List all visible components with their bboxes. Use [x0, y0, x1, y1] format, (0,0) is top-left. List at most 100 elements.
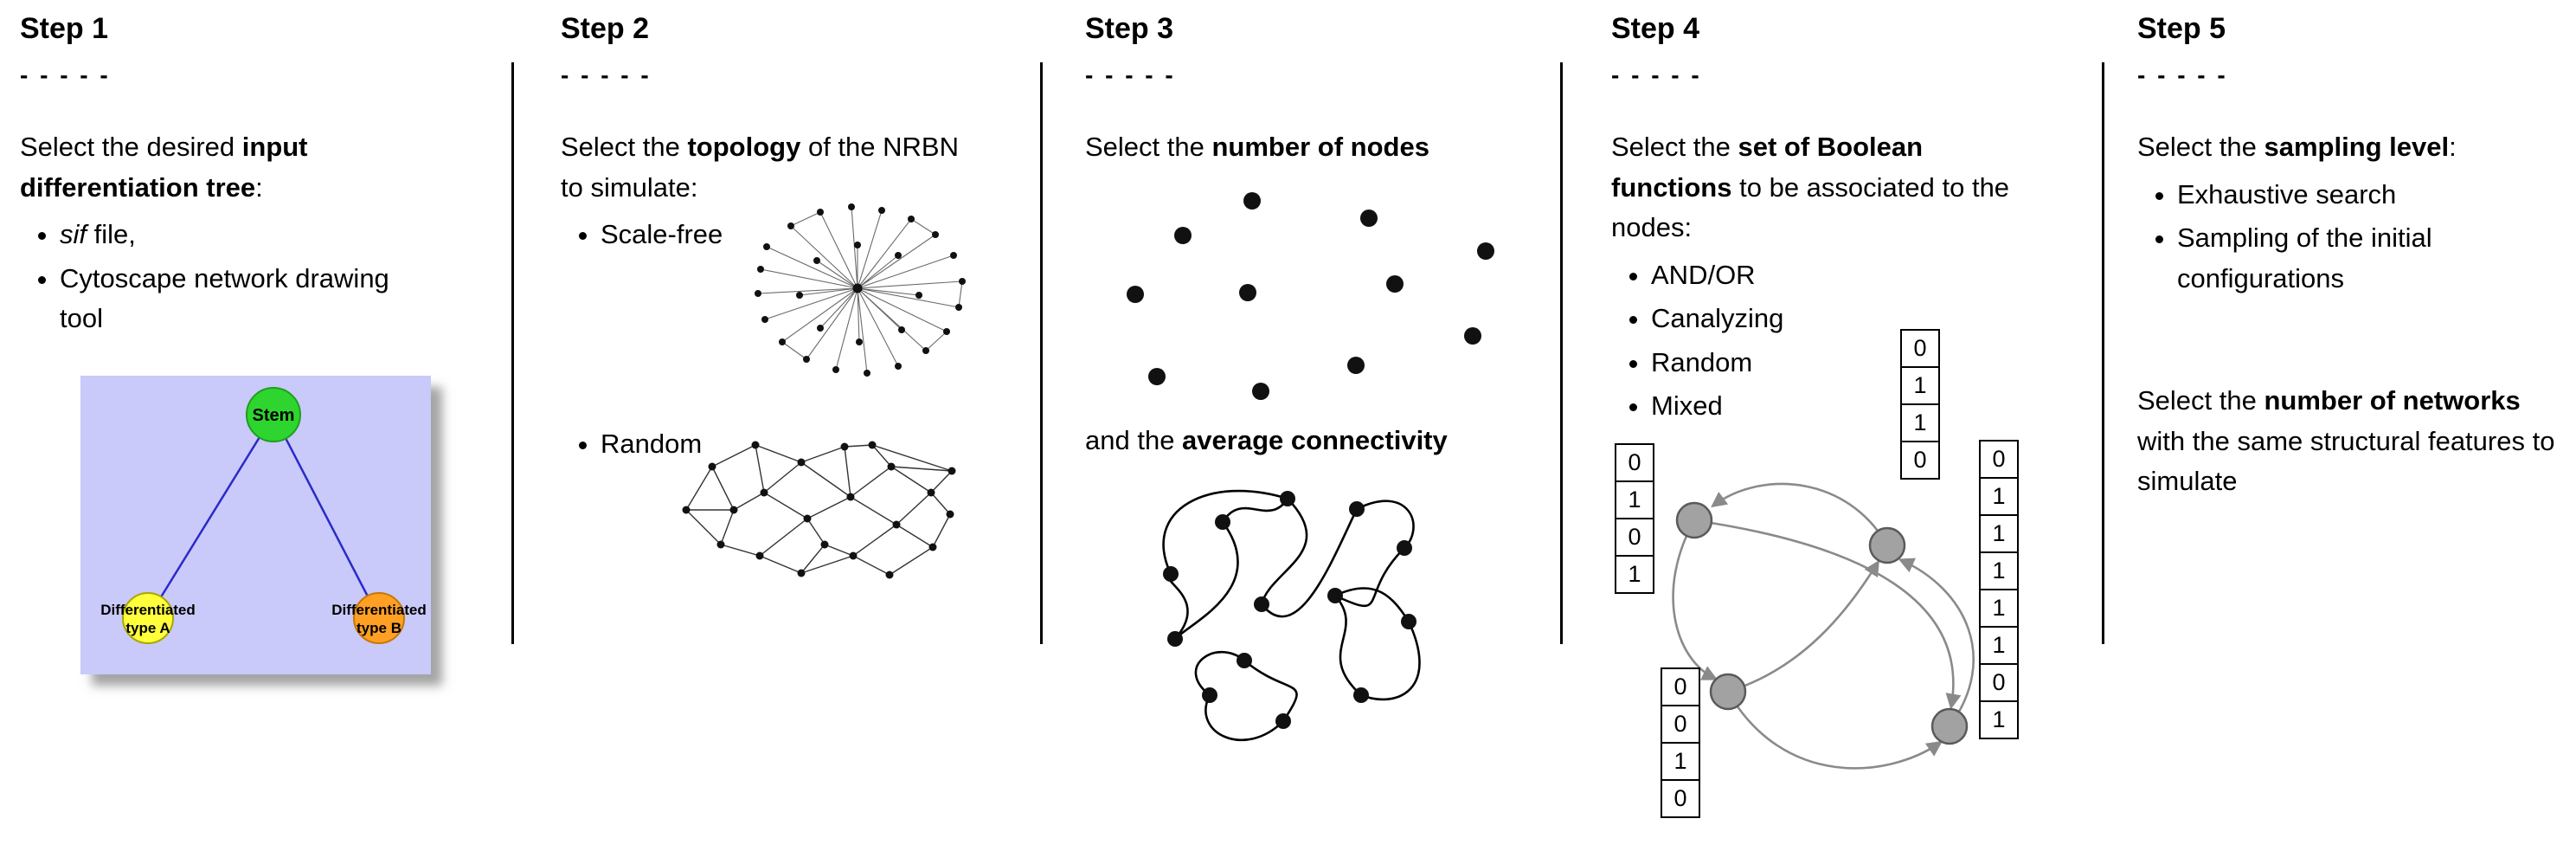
random-network-figure [682, 441, 956, 579]
boolean-cell: 0 [1900, 441, 1940, 480]
boolean-cell: 1 [1661, 742, 1700, 781]
connectivity-network-figure [1162, 489, 1421, 742]
step-3-line2: and the average connectivity [1085, 421, 1448, 461]
step-2-title: Step 2 [561, 12, 650, 45]
boolean-network-figure [1672, 482, 1975, 770]
column-divider-4 [2102, 62, 2104, 644]
column-divider-3 [1560, 62, 1563, 644]
step-2-bullet-scale-free: Scale-free [601, 215, 967, 255]
boolean-cell: 0 [1615, 443, 1654, 482]
step-1-column: Step 1 - - - - - Select the desired inpu… [0, 0, 511, 851]
boolean-table-right: 0 1 1 1 1 1 0 1 [1979, 440, 2019, 739]
step-4-bullet-random: Random [1651, 343, 2027, 384]
step-4-bullet-list: AND/OR Canalyzing Random Mixed [1611, 255, 2027, 427]
sif-italic: sif [60, 219, 87, 249]
step-3-line1-pre: Select the [1085, 132, 1212, 162]
boolean-cell: 1 [1979, 551, 2019, 590]
boolean-table-left: 0 1 0 1 [1615, 443, 1654, 594]
step-1-dashes: - - - - - [20, 61, 111, 88]
step-4-title: Step 4 [1611, 12, 1700, 45]
tangle-edges [1162, 489, 1421, 742]
boolean-cell: 1 [1615, 555, 1654, 594]
step-1-bullet-cytoscape: Cytoscape network drawing tool [60, 259, 427, 339]
type-a-label-line1: Differentiated [100, 602, 196, 618]
boolean-cell: 0 [1661, 779, 1700, 818]
step-1-bullet-sif-file: sif file, [60, 215, 427, 255]
boolean-cell: 0 [1615, 518, 1654, 557]
step-5-para2-post: with the same structural features to sim… [2137, 425, 2555, 497]
step-4-intro: Select the set of Boolean functions to b… [1611, 127, 2027, 248]
boolean-network-nodes [1675, 501, 1969, 745]
step-3-line2-pre: and the [1085, 425, 1183, 455]
step-3-dashes: - - - - - [1085, 61, 1176, 88]
step-4-dashes: - - - - - [1611, 61, 1702, 88]
column-divider-2 [1040, 62, 1043, 644]
boolean-cell: 1 [1979, 589, 2019, 628]
boolean-cell: 0 [1900, 329, 1940, 368]
boolean-node-2 [1868, 526, 1906, 564]
step-5-bullet-exhaustive: Exhaustive search [2177, 175, 2557, 216]
boolean-table-bottom: 0 0 1 0 [1661, 667, 1700, 818]
boolean-cell: 1 [1979, 626, 2019, 665]
step-1-intro-pre: Select the desired [20, 132, 242, 162]
boolean-cell: 1 [1900, 366, 1940, 405]
boolean-network-edges [1672, 482, 1975, 770]
step-5-intro-pre: Select the [2137, 132, 2264, 162]
step-3-title: Step 3 [1085, 12, 1174, 45]
type-b-label-line1: Differentiated [331, 602, 427, 618]
step-1-intro-post: : [255, 171, 263, 203]
step-2-column: Step 2 - - - - - Select the topology of … [514, 0, 1037, 851]
step-5-intro-bold: sampling level [2264, 132, 2450, 162]
type-b-label-line2: type B [357, 620, 401, 636]
boolean-node-4 [1930, 707, 1969, 745]
boolean-cell: 0 [1979, 440, 2019, 479]
differentiation-tree-figure: Stem Differentiated type A Differentiate… [80, 376, 431, 674]
boolean-node-1 [1675, 501, 1713, 539]
step-5-column: Step 5 - - - - - Select the sampling lev… [2104, 0, 2576, 851]
scatter-dots [1127, 192, 1494, 400]
tangle-dots [1163, 491, 1416, 729]
step-2-intro-bold: topology [687, 132, 801, 162]
nodes-scatter-figure [1127, 192, 1494, 400]
boolean-cell: 1 [1615, 480, 1654, 519]
sif-text: file, [87, 219, 136, 249]
boolean-cell: 1 [1979, 477, 2019, 516]
boolean-node-3 [1709, 673, 1747, 711]
step-2-intro-pre: Select the [561, 132, 688, 162]
step-5-bullet-sampling: Sampling of the initial configurations [2177, 218, 2557, 299]
step-2-bullet-random: Random [601, 424, 967, 465]
step-3-line1: Select the number of nodes [1085, 127, 1535, 168]
scale-free-nodes [755, 203, 966, 377]
step-4-column: Step 4 - - - - - Select the set of Boole… [1563, 0, 2099, 851]
step-3-line1-bold: number of nodes [1211, 132, 1429, 162]
step-3-line2-bold: average connectivity [1182, 425, 1448, 455]
scale-free-edges [757, 206, 963, 374]
boolean-cell: 0 [1661, 705, 1700, 744]
random-edges [685, 444, 953, 576]
boolean-cell: 0 [1979, 663, 2019, 702]
boolean-cell: 0 [1661, 667, 1700, 706]
differentiated-type-a-node [122, 592, 174, 644]
step-5-bullet-list: Exhaustive search Sampling of the initia… [2137, 175, 2557, 300]
step-2-intro: Select the topology of the NRBN to simul… [561, 127, 967, 208]
stem-node [246, 387, 301, 442]
differentiated-type-b-node [353, 592, 405, 644]
boolean-cell: 1 [1979, 700, 2019, 739]
step-4-bullet-canalyzing: Canalyzing [1651, 299, 2027, 339]
differentiation-tree-svg: Stem Differentiated type A Differentiate… [80, 376, 431, 674]
step-1-intro-bold: input differentiation tree [20, 132, 308, 203]
step-5-title: Step 5 [2137, 12, 2226, 45]
step-4-intro-bold: set of Boolean functions [1611, 132, 1924, 203]
tree-edge-left [146, 414, 275, 619]
step-4-intro-post: to be associated to the nodes: [1611, 171, 2010, 243]
step-1-title: Step 1 [20, 12, 109, 45]
step-1-bullet-list: sif file, Cytoscape network drawing tool [20, 215, 427, 339]
step-2-bullet-list: Scale-free Random [561, 215, 967, 464]
step-4-bullet-and-or: AND/OR [1651, 255, 2027, 296]
step-2-dashes: - - - - - [561, 61, 652, 88]
step-3-column: Step 3 - - - - - Select the number of no… [1043, 0, 1558, 851]
type-a-label-line2: type A [125, 620, 170, 636]
random-nodes [682, 441, 956, 579]
cytoscape-text: Cytoscape network drawing tool [60, 262, 389, 334]
boolean-cell: 1 [1979, 514, 2019, 553]
